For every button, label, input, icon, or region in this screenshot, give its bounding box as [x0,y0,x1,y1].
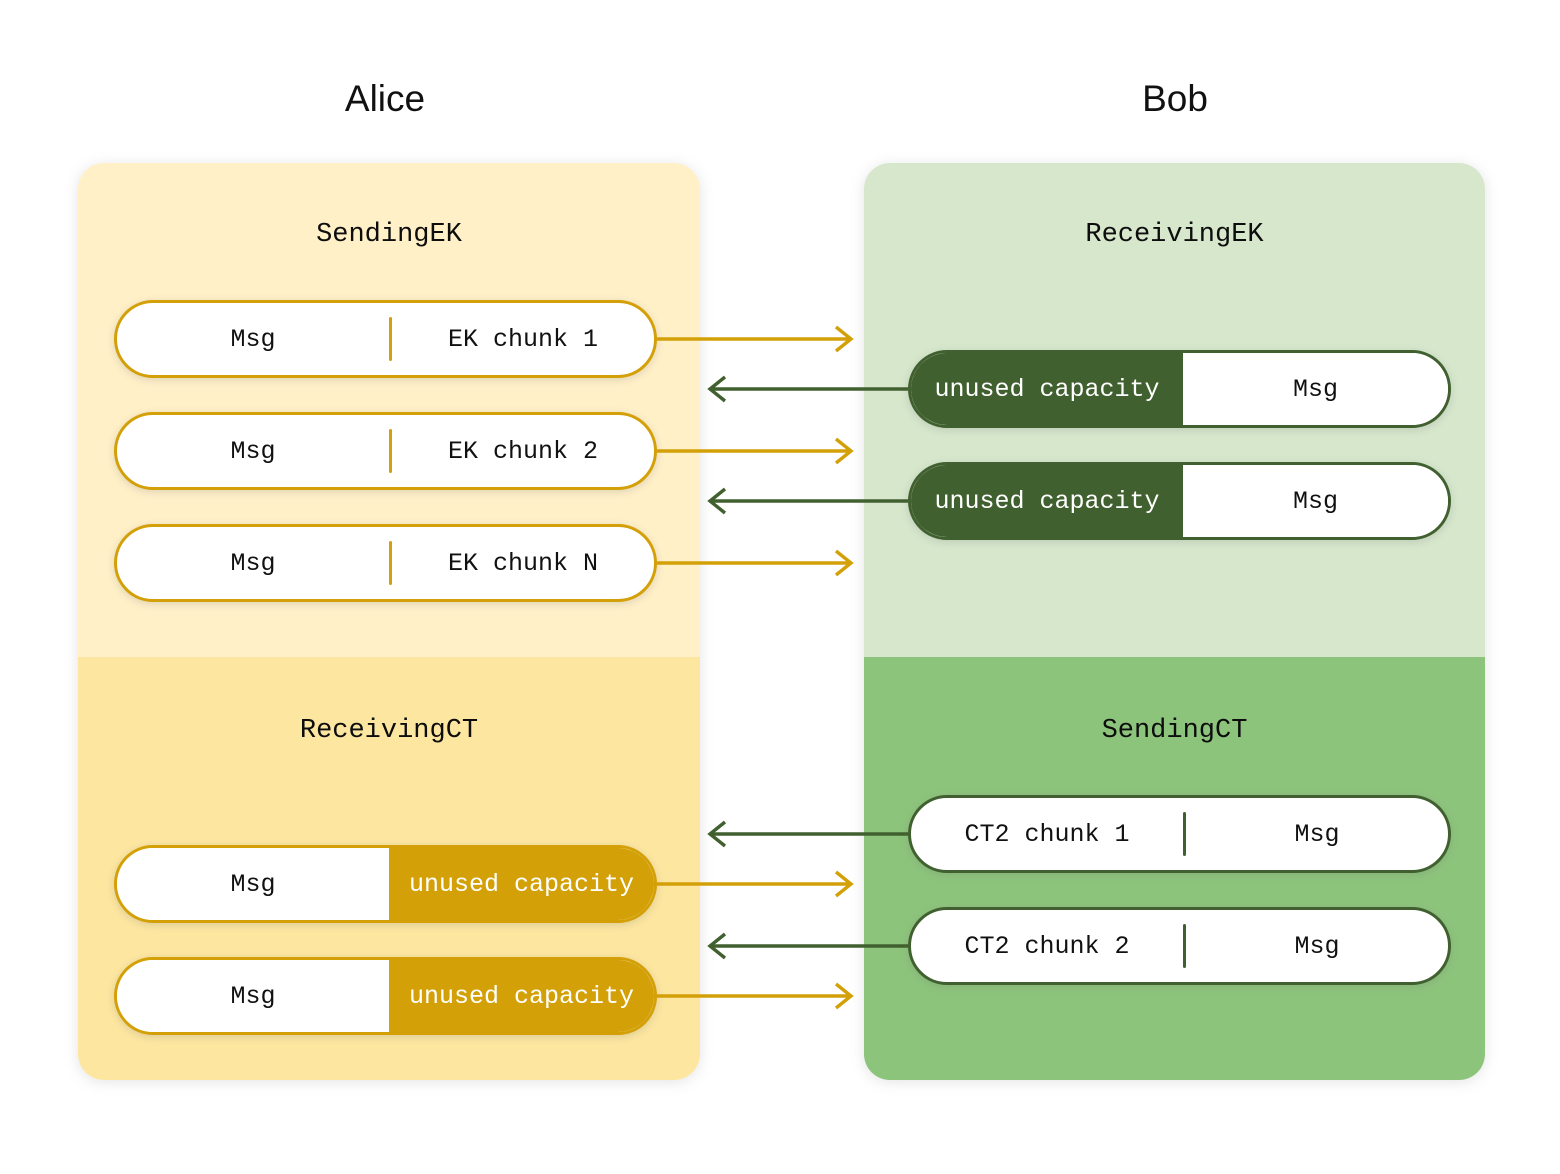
pill-segment-msg: Msg [230,436,276,466]
pill-segment-msg: Msg [230,548,276,578]
pill-segment-msg: Msg [230,324,276,354]
pill-segment-unused-capacity: unused capacity [389,960,654,1032]
pill-segment-unused-capacity: unused capacity [911,465,1183,537]
pill-divider [389,317,392,361]
arrow-ek-chunk-n-to-bob [657,549,854,577]
arrow-bob-ek-ack-2-to-alice [707,487,908,515]
alice-receiving-ct-row[interactable]: Msg unused capacity [114,957,657,1035]
section-title-sending-ct: SendingCT [1101,716,1248,746]
arrow-ct2-chunk-2-to-alice [707,932,908,960]
bob-sending-ct-row[interactable]: CT2 chunk 1 Msg [908,795,1451,873]
pill-segment-msg: Msg [1183,353,1448,425]
pill-segment-chunk: EK chunk 2 [447,436,599,466]
pill-segment-chunk: CT2 chunk 2 [964,931,1130,961]
pill-segment-msg: Msg [1294,931,1340,961]
pill-segment-chunk: EK chunk N [447,548,599,578]
party-title-bob: Bob [1142,78,1208,119]
arrow-ek-chunk-1-to-bob [657,325,854,353]
alice-sending-ek-row[interactable]: Msg EK chunk 2 [114,412,657,490]
alice-receiving-ct-row[interactable]: Msg unused capacity [114,845,657,923]
arrow-bob-ek-ack-1-to-alice [707,375,908,403]
pill-segment-msg: Msg [1294,819,1340,849]
arrow-ek-chunk-2-to-bob [657,437,854,465]
pill-divider [389,429,392,473]
pill-segment-msg: Msg [117,960,389,1032]
arrow-alice-ct-ack-1-to-bob [657,870,854,898]
arrow-ct2-chunk-1-to-alice [707,820,908,848]
section-title-sending-ek: SendingEK [316,220,462,250]
pill-segment-chunk: CT2 chunk 1 [964,819,1130,849]
pill-segment-msg: Msg [1183,465,1448,537]
pill-segment-msg: Msg [117,848,389,920]
pill-divider [1183,924,1186,968]
party-title-alice: Alice [344,78,426,119]
section-title-receiving-ct: ReceivingCT [299,716,479,746]
pill-segment-unused-capacity: unused capacity [389,848,654,920]
bob-sending-ct-row[interactable]: CT2 chunk 2 Msg [908,907,1451,985]
pill-divider [1183,812,1186,856]
alice-sending-ek-row[interactable]: Msg EK chunk 1 [114,300,657,378]
alice-sending-ek-row[interactable]: Msg EK chunk N [114,524,657,602]
pill-segment-chunk: EK chunk 1 [447,324,599,354]
pill-divider [389,541,392,585]
section-title-receiving-ek: ReceivingEK [1085,220,1264,250]
bob-receiving-ek-row[interactable]: unused capacity Msg [908,350,1451,428]
arrow-alice-ct-ack-2-to-bob [657,982,854,1010]
bob-receiving-ek-row[interactable]: unused capacity Msg [908,462,1451,540]
pill-segment-unused-capacity: unused capacity [911,353,1183,425]
